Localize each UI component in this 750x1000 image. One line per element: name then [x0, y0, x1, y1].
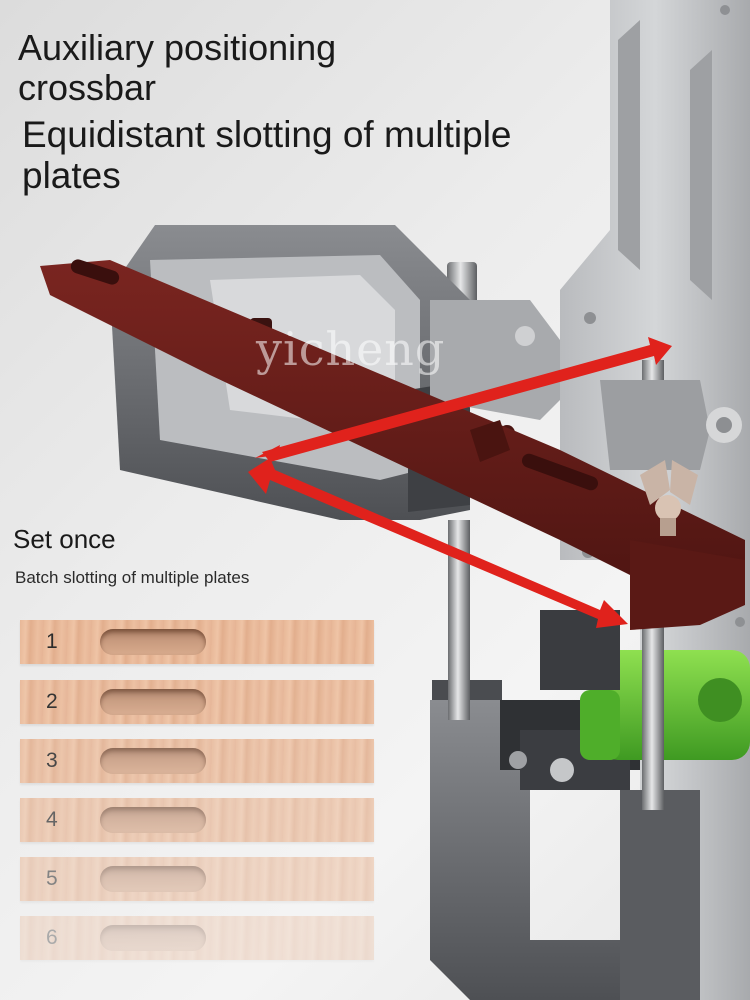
plank-1: 1: [20, 620, 374, 664]
plank-6: 6: [20, 916, 374, 960]
caption-title: Set once: [13, 524, 116, 554]
plank-4: 4: [20, 798, 374, 842]
crossbar: [40, 259, 745, 630]
headline-line-2: Equidistant slotting of multiple plates: [22, 114, 512, 197]
plank-3: 3: [20, 739, 374, 783]
green-part: [540, 610, 750, 760]
slot-cutout: [100, 689, 206, 715]
plank-5: 5: [20, 857, 374, 901]
caption-subtitle: Batch slotting of multiple plates: [15, 568, 250, 587]
plank-2: 2: [20, 680, 374, 724]
plank-number: 5: [46, 867, 58, 890]
plank-number: 4: [46, 808, 58, 831]
slot-cutout: [100, 925, 206, 951]
plank-number: 1: [46, 630, 58, 653]
plank-number: 6: [46, 926, 58, 949]
watermark-text: yicheng: [256, 322, 446, 376]
slot-cutout: [100, 629, 206, 655]
plank-number: 2: [46, 690, 58, 713]
plank-number: 3: [46, 749, 58, 772]
slot-cutout: [100, 807, 206, 833]
slot-cutout: [100, 866, 206, 892]
distance-arrows: [248, 337, 672, 628]
slot-cutout: [100, 748, 206, 774]
headline-line-1: Auxiliary positioning crossbar: [18, 27, 337, 109]
wing-nut: [640, 460, 698, 536]
